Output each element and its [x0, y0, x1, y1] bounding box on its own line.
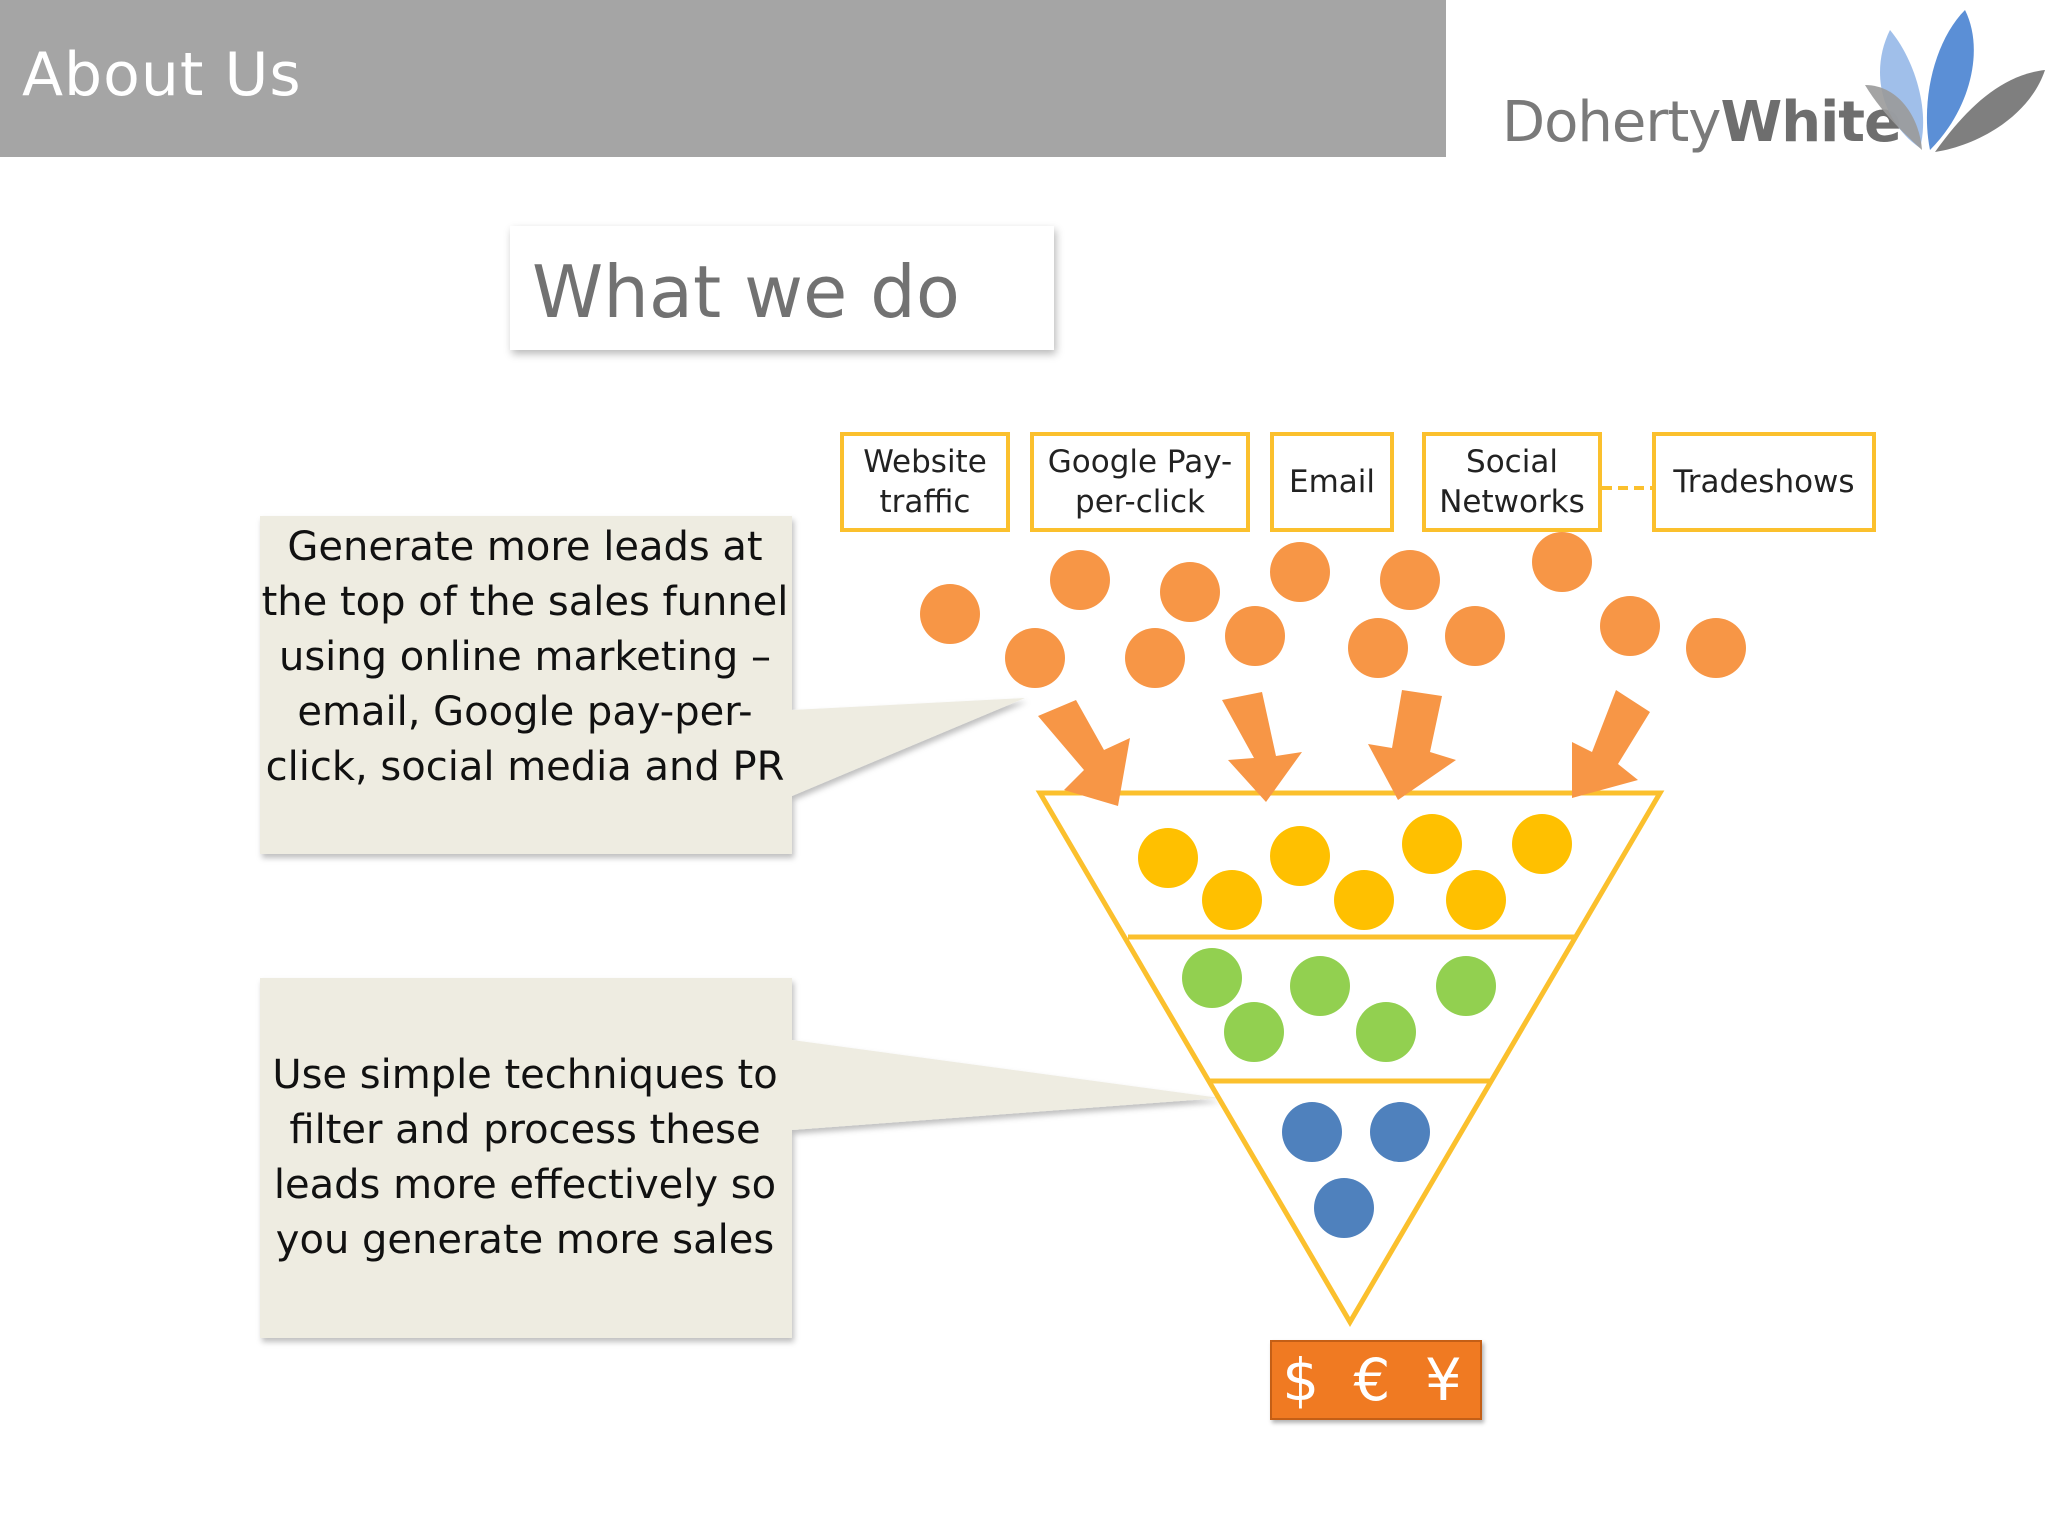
lead-dot: [1125, 628, 1185, 688]
qualified-dot: [1138, 828, 1198, 888]
lead-dot: [1005, 628, 1065, 688]
lead-dot: [1160, 562, 1220, 622]
revenue-output-box: $ € ¥: [1270, 1340, 1482, 1420]
callout-box-top: [260, 516, 1025, 854]
page-title: About Us: [22, 40, 302, 110]
qualified-dot: [1270, 826, 1330, 886]
source-label-tradeshows: Tradeshows: [1673, 464, 1855, 500]
lead-dot: [1686, 618, 1746, 678]
lead-dots: [920, 532, 1746, 688]
source-box-google-ppc: Google Pay-per-click: [1030, 432, 1250, 532]
callout-box-bottom: [260, 978, 1220, 1338]
source-box-tradeshows: Tradeshows: [1652, 432, 1876, 532]
arrow-icon: [1038, 700, 1130, 806]
logo-wordmark: DohertyWhite: [1502, 90, 1902, 155]
lead-dot: [920, 584, 980, 644]
callout-text-filter: Use simple techniques to filter and proc…: [272, 1052, 778, 1263]
revenue-output-label: $ € ¥: [1282, 1346, 1470, 1414]
lead-dot: [1225, 606, 1285, 666]
sales-dot: [1314, 1178, 1374, 1238]
lead-dot: [1270, 542, 1330, 602]
opportunity-dot: [1182, 948, 1242, 1008]
lead-dot: [1380, 550, 1440, 610]
source-label-website: Website traffic: [863, 444, 987, 520]
lead-dot: [1600, 596, 1660, 656]
sales-dot: [1282, 1102, 1342, 1162]
arrow-icon: [1368, 690, 1456, 800]
opportunity-dots: [1182, 948, 1496, 1062]
qualified-dot: [1512, 814, 1572, 874]
opportunity-dot: [1224, 1002, 1284, 1062]
company-logo: DohertyWhite: [1490, 0, 2048, 165]
qualified-dot: [1202, 870, 1262, 930]
qualified-dot: [1402, 814, 1462, 874]
lead-dot: [1532, 532, 1592, 592]
opportunity-dot: [1356, 1002, 1416, 1062]
header-bar: [0, 0, 1446, 157]
lead-dot: [1348, 618, 1408, 678]
source-label-google-ppc: Google Pay-per-click: [1047, 444, 1233, 520]
source-label-social: Social Networks: [1439, 444, 1585, 520]
qualified-dots: [1138, 814, 1572, 930]
source-box-email: Email: [1270, 432, 1394, 532]
section-title: What we do: [532, 250, 960, 334]
source-box-website: Website traffic: [840, 432, 1010, 532]
logo-name-part2: White: [1720, 90, 1902, 155]
flower-logo-icon: [1865, 10, 2045, 152]
source-box-social: Social Networks: [1422, 432, 1602, 532]
sales-dot: [1370, 1102, 1430, 1162]
funnel-outline: [1035, 790, 1665, 1327]
sales-dots: [1282, 1102, 1430, 1238]
arrow-icon: [1572, 690, 1650, 798]
arrow-icon: [1222, 692, 1302, 802]
source-label-email: Email: [1288, 464, 1375, 500]
section-title-box: What we do: [510, 226, 1054, 350]
logo-name-part1: Doherty: [1502, 90, 1721, 155]
lead-dot: [1445, 606, 1505, 666]
qualified-dot: [1334, 870, 1394, 930]
qualified-dot: [1446, 870, 1506, 930]
lead-dot: [1050, 550, 1110, 610]
opportunity-dot: [1436, 956, 1496, 1016]
callout-text-leads: Generate more leads at the top of the sa…: [261, 524, 789, 790]
opportunity-dot: [1290, 956, 1350, 1016]
